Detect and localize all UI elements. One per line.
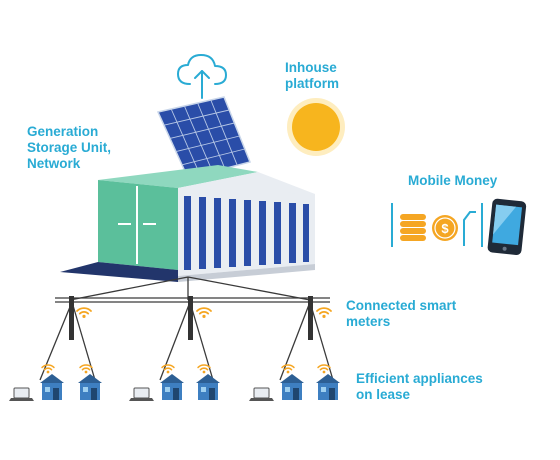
- mobile-money-icons: $: [391, 198, 527, 256]
- laptop-icon: [9, 387, 34, 401]
- house-icon: [196, 374, 220, 400]
- house-icon: [316, 374, 340, 400]
- wifi-icon: [317, 364, 331, 374]
- wifi-icon: [161, 364, 175, 374]
- wifi-icon: [197, 364, 211, 374]
- house-icon: [160, 374, 184, 400]
- wifi-icon: [76, 307, 92, 318]
- mobile-money-label: Mobile Money: [408, 173, 498, 188]
- house-icon: [280, 374, 304, 400]
- solar-panel: [156, 96, 252, 179]
- generation-label: Generation Storage Unit, Network: [27, 124, 112, 171]
- inhouse-platform-label: Inhouse platform: [285, 60, 339, 91]
- appliances-label: Efficient appliances on lease: [356, 371, 483, 402]
- coins-icon: $: [400, 214, 458, 241]
- svg-text:$: $: [441, 221, 449, 236]
- wifi-icon: [316, 307, 332, 318]
- utility-poles: [69, 296, 313, 340]
- storage-container: [60, 165, 315, 282]
- sun-icon: [287, 98, 345, 156]
- smartphone-icon: [487, 198, 527, 256]
- laptop-icon: [129, 387, 154, 401]
- house-icon: [40, 374, 64, 400]
- wifi-icon: [281, 364, 295, 374]
- wifi-icon: [79, 364, 93, 374]
- house-icon: [78, 374, 102, 400]
- smart-meters-label: Connected smart meters: [346, 298, 457, 329]
- cloud-upload-icon: [177, 54, 227, 99]
- wifi-icon: [41, 364, 55, 374]
- laptop-icon: [249, 387, 274, 401]
- wifi-icon: [196, 307, 212, 318]
